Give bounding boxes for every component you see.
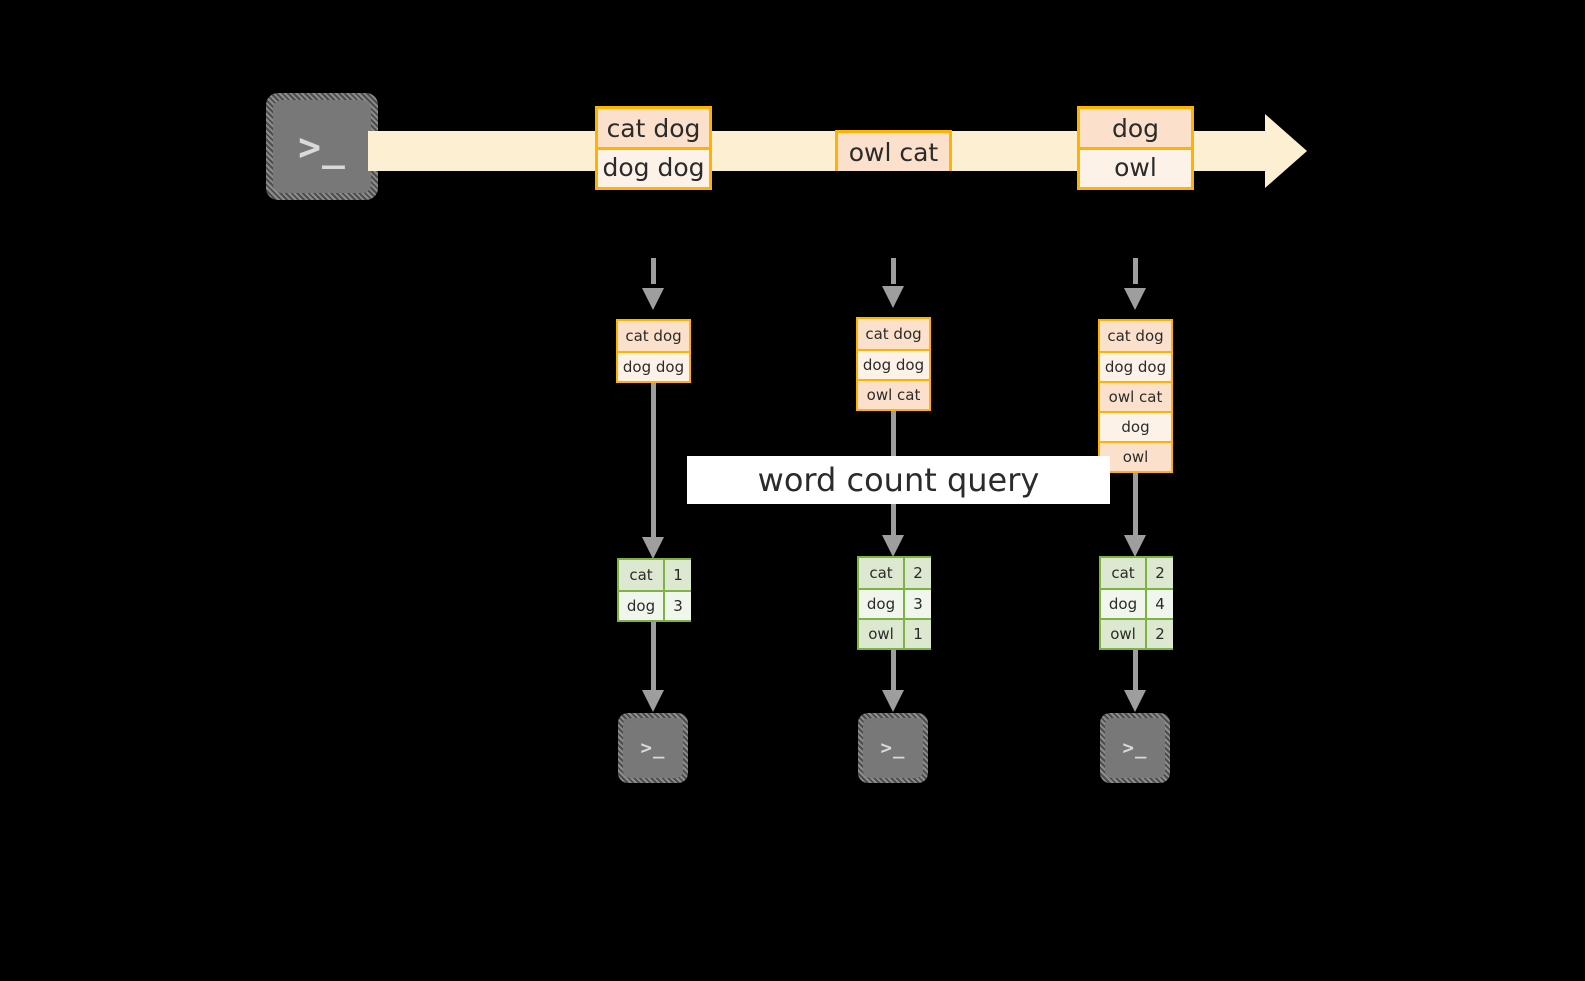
feed-arrow-head-2 <box>882 286 904 308</box>
table-cell-word: cat <box>859 558 905 588</box>
terminal-screen <box>273 100 371 193</box>
accumulated-messages-col2: cat dog dog dog owl cat <box>856 317 931 411</box>
table-row: owl 1 <box>859 618 931 648</box>
terminal-screen <box>623 718 683 778</box>
accumulated-line: dog dog <box>1100 351 1171 381</box>
table-cell-word: dog <box>859 590 905 618</box>
stream-message-line: dog dog <box>598 147 709 185</box>
query-arrow-head-col1 <box>642 537 664 559</box>
table-cell-word: dog <box>1101 590 1147 618</box>
sink-terminal-col3: >_ <box>1100 713 1170 783</box>
terminal-prompt-glyph: >_ <box>640 737 666 759</box>
terminal-prompt-glyph: >_ <box>298 124 346 169</box>
query-arrow-line-col1 <box>651 383 656 543</box>
terminal-prompt-glyph: >_ <box>1122 737 1148 759</box>
accumulated-line: cat dog <box>858 319 929 349</box>
table-row: cat 2 <box>859 558 931 588</box>
accumulated-line: cat dog <box>1100 321 1171 351</box>
feed-arrow-line-2 <box>891 258 896 284</box>
result-table-col2: cat 2 dog 3 owl 1 <box>857 556 931 650</box>
table-cell-count: 2 <box>1147 558 1173 588</box>
query-label-text: word count query <box>757 461 1040 499</box>
table-cell-count: 4 <box>1147 590 1173 618</box>
table-row: owl 2 <box>1101 618 1173 648</box>
stream-message-2: owl cat <box>835 130 952 171</box>
stream-message-line: cat dog <box>598 109 709 147</box>
table-cell-word: cat <box>1101 558 1147 588</box>
result-table-col1: cat 1 dog 3 <box>617 558 691 622</box>
query-arrow-line-col3 <box>1133 473 1138 541</box>
sink-arrow-head-col1 <box>642 690 664 712</box>
accumulated-messages-col1: cat dog dog dog <box>616 319 691 383</box>
table-cell-count: 3 <box>665 592 691 620</box>
feed-arrow-head-3 <box>1124 288 1146 310</box>
table-cell-count: 2 <box>1147 620 1173 648</box>
sink-terminal-col2: >_ <box>858 713 928 783</box>
table-cell-count: 1 <box>905 620 931 648</box>
terminal-prompt-glyph: >_ <box>880 737 906 759</box>
feed-arrow-line-1 <box>651 258 656 284</box>
table-cell-count: 3 <box>905 590 931 618</box>
stream-message-line: owl <box>1080 147 1191 185</box>
table-cell-word: dog <box>619 592 665 620</box>
sink-arrow-line-col1 <box>651 622 656 694</box>
sink-terminal-col1: >_ <box>618 713 688 783</box>
query-label-band: word count query <box>687 456 1110 504</box>
accumulated-line: dog dog <box>858 349 929 379</box>
stream-message-3: dog owl <box>1077 106 1194 190</box>
table-row: cat 1 <box>619 560 691 590</box>
source-terminal-icon: >_ <box>266 93 378 200</box>
accumulated-line: dog dog <box>618 351 689 381</box>
terminal-screen <box>1105 718 1165 778</box>
table-cell-word: cat <box>619 560 665 590</box>
accumulated-line: dog <box>1100 411 1171 441</box>
terminal-screen <box>863 718 923 778</box>
accumulated-line: cat dog <box>618 321 689 351</box>
query-arrow-head-col2 <box>882 535 904 557</box>
query-arrow-head-col3 <box>1124 535 1146 557</box>
event-stream-arrowhead <box>1265 114 1307 188</box>
sink-arrow-head-col3 <box>1124 690 1146 712</box>
table-cell-count: 1 <box>665 560 691 590</box>
table-cell-word: owl <box>859 620 905 648</box>
sink-arrow-line-col3 <box>1133 650 1138 696</box>
table-row: dog 3 <box>859 588 931 618</box>
feed-arrow-line-3 <box>1133 258 1138 284</box>
sink-arrow-line-col2 <box>891 650 896 696</box>
result-table-col3: cat 2 dog 4 owl 2 <box>1099 556 1173 650</box>
feed-arrow-head-1 <box>642 288 664 310</box>
accumulated-line: owl cat <box>1100 381 1171 411</box>
stream-message-1: cat dog dog dog <box>595 106 712 190</box>
accumulated-line: owl cat <box>858 379 929 409</box>
table-row: dog 4 <box>1101 588 1173 618</box>
table-cell-count: 2 <box>905 558 931 588</box>
stream-message-line: owl cat <box>838 133 949 171</box>
table-cell-word: owl <box>1101 620 1147 648</box>
stream-message-line: dog <box>1080 109 1191 147</box>
table-row: cat 2 <box>1101 558 1173 588</box>
table-row: dog 3 <box>619 590 691 620</box>
accumulated-messages-col3: cat dog dog dog owl cat dog owl <box>1098 319 1173 473</box>
accumulated-line: owl <box>1100 441 1171 471</box>
sink-arrow-head-col2 <box>882 690 904 712</box>
